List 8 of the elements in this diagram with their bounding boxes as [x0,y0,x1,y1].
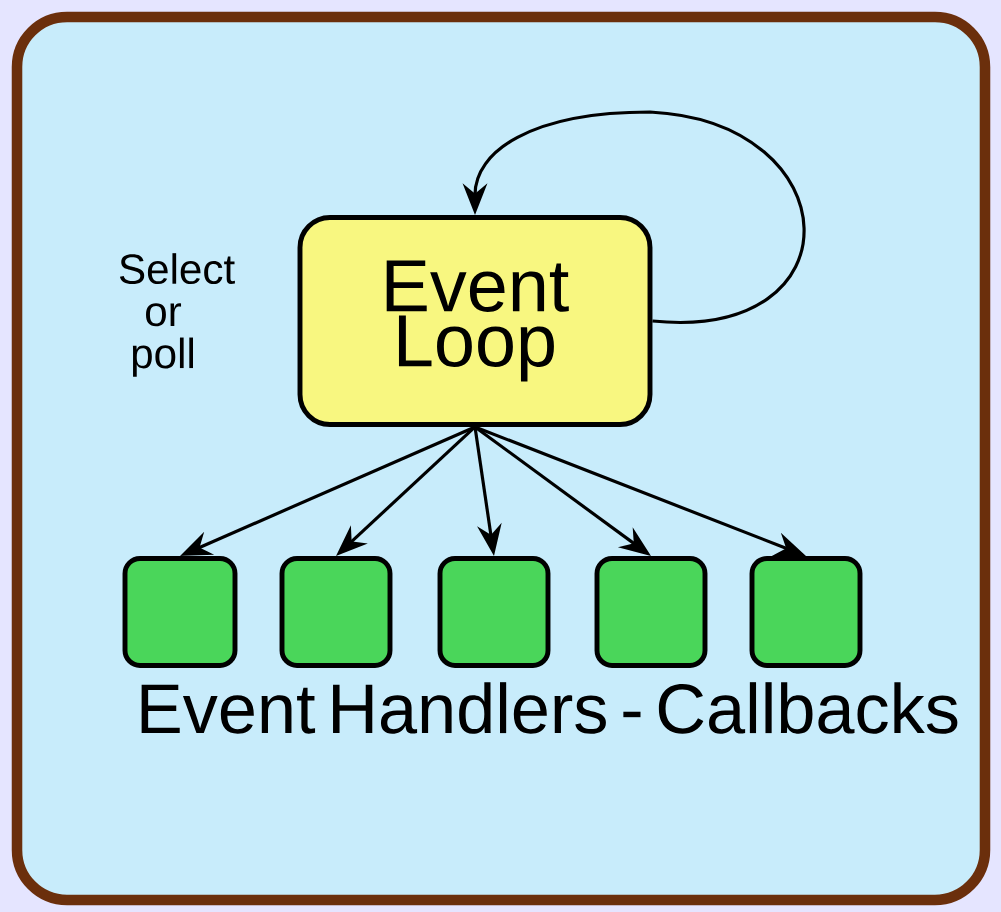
label-text: Select or poll [119,253,235,377]
handler-box [437,556,551,668]
handler-box [122,556,238,668]
handler-box [279,556,393,668]
process-box: Event Loop [297,215,653,427]
handler-box [749,556,863,668]
handler-box [594,556,708,668]
label-text: Event Handlers - Callbacks [141,682,958,734]
